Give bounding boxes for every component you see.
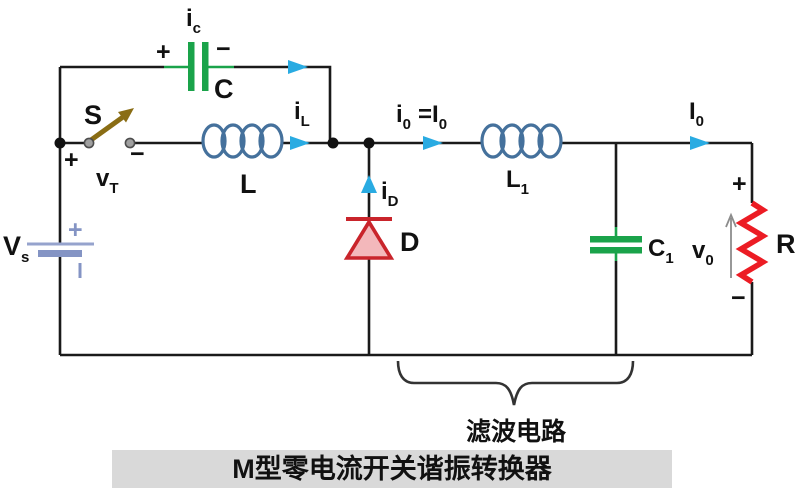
label-vs: Vs: [3, 231, 29, 266]
label-id: iD: [381, 178, 399, 210]
coil-loop: [220, 123, 246, 159]
label-r-plus: +: [732, 170, 747, 198]
label-l: L: [240, 169, 257, 199]
coil-loop: [239, 123, 265, 159]
io-arrow-icon: [423, 136, 443, 150]
label-r-minus: −: [731, 284, 746, 312]
label-sw-plus: +: [64, 146, 79, 174]
capacitor-c1-plate-bottom: [590, 247, 642, 254]
coil-loop: [499, 123, 525, 159]
switch-s: [83, 108, 136, 149]
capacitor-c-plate-right: [202, 42, 209, 91]
caption-background: [112, 450, 672, 488]
junction-nodes: [54, 137, 375, 149]
label-r: R: [776, 229, 796, 259]
label-c-minus: −: [216, 35, 231, 63]
coil-loop: [258, 123, 284, 159]
resistor-r: [735, 200, 769, 285]
capacitor-c-plate-left: [188, 42, 195, 91]
capacitor-c1-plate-top: [590, 236, 642, 243]
node-dot: [54, 137, 66, 149]
coil-loop: [518, 123, 544, 159]
label-d: D: [400, 227, 420, 257]
switch-terminal-right: [124, 137, 136, 149]
coil-loop: [537, 123, 563, 159]
label-vt: vT: [96, 165, 119, 197]
node-dot: [327, 137, 339, 149]
source-vs: [27, 242, 94, 278]
brace-path: [396, 360, 635, 406]
il-arrow-icon: [290, 136, 310, 150]
node-dot: [363, 137, 375, 149]
ic-arrow-icon: [288, 60, 308, 74]
label-c: C: [214, 74, 234, 104]
capacitor-c: [164, 42, 234, 91]
current-arrows: [288, 60, 710, 193]
Io-arrow-icon: [690, 136, 710, 150]
battery-plate-bottom: [38, 250, 82, 257]
coil-loop: [201, 123, 227, 159]
labels: ic + − C S + − vT iL L i0=I0 L1 I0 iD D …: [3, 5, 796, 446]
wires: [58, 65, 754, 357]
label-v0: v0: [692, 237, 714, 269]
label-filter-circuit: 滤波电路: [466, 418, 567, 446]
label-c1: C1: [648, 235, 674, 267]
label-l1: L1: [506, 166, 529, 198]
id-arrow-icon: [361, 175, 377, 193]
label-c-plus: +: [156, 38, 171, 66]
diode-d: [343, 217, 395, 260]
wire-top-branch-right: [234, 65, 332, 143]
diode-triangle: [343, 218, 395, 260]
caption-bar: M型零电流开关谐振转换器: [112, 450, 672, 488]
switch-blade: [88, 114, 126, 143]
label-Io: I0: [689, 98, 704, 130]
label-s: S: [84, 100, 102, 130]
filter-brace: [396, 360, 635, 406]
caption-text: M型零电流开关谐振转换器: [232, 454, 552, 484]
label-ic: ic: [186, 5, 201, 37]
inductor-l1: [480, 123, 563, 159]
switch-terminal-left: [83, 137, 95, 149]
v0-arrowhead-icon: [725, 212, 737, 228]
capacitor-c1: [590, 227, 642, 261]
label-il: iL: [294, 98, 310, 130]
v0-reference-arrow: [725, 212, 737, 278]
coil-loop: [480, 123, 506, 159]
label-io-eq: i0=I0: [396, 101, 447, 133]
label-sw-minus: −: [130, 140, 145, 168]
resistor-zigzag: [735, 200, 769, 285]
inductor-l: [201, 123, 284, 159]
label-battery-plus: +: [68, 216, 83, 244]
switch-arrowhead-icon: [118, 108, 134, 123]
